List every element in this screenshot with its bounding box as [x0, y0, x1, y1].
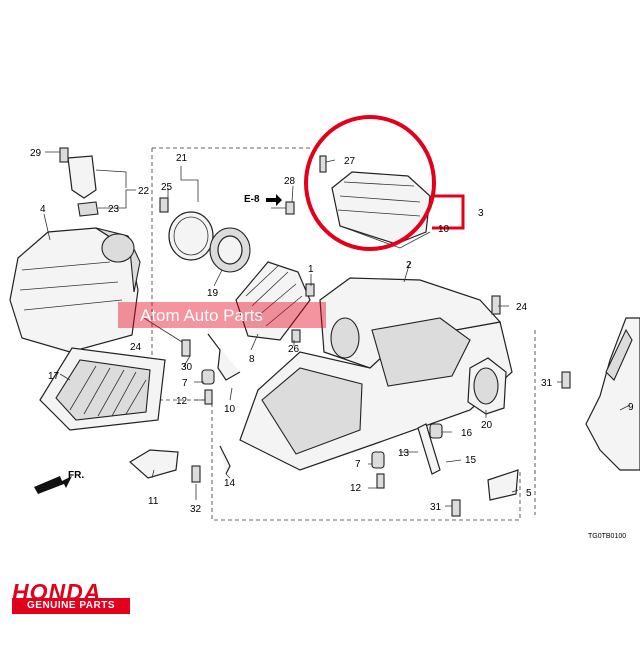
callout-24-left: 24 — [130, 342, 142, 353]
part-3-bracket — [432, 194, 465, 230]
mount-bracket-part — [585, 317, 640, 471]
air-filter-element-part — [39, 347, 166, 431]
grommet-part — [429, 423, 443, 439]
callout-3: 3 — [478, 208, 484, 219]
callout-7-left: 7 — [182, 378, 188, 389]
callout-12-left: 12 — [176, 396, 188, 407]
intake-boot-part — [235, 261, 311, 341]
callout-10-lower: 10 — [224, 404, 236, 415]
highlight-circle — [304, 115, 436, 251]
leader-lines — [43, 151, 631, 507]
clip-part — [128, 333, 519, 501]
callout-2: 2 — [406, 260, 412, 271]
mount-rubber-part — [201, 369, 385, 469]
resonator-cover-part — [331, 171, 431, 249]
bolt-part — [59, 147, 571, 517]
tube-part — [417, 423, 441, 475]
callout-31-lower: 31 — [430, 502, 442, 513]
callout-20: 20 — [481, 420, 493, 431]
callout-19: 19 — [207, 288, 219, 299]
callout-11: 11 — [148, 496, 159, 507]
callout-9: 9 — [628, 402, 634, 413]
callout-26: 26 — [288, 344, 300, 355]
callout-30: 30 — [181, 362, 193, 373]
callout-21: 21 — [176, 153, 188, 164]
callout-24-right: 24 — [516, 302, 528, 313]
air-cleaner-housing-part — [239, 277, 513, 471]
hose-clamp-part — [168, 211, 214, 261]
front-arrow-label: FR. — [68, 470, 84, 481]
callout-4: 4 — [40, 204, 46, 215]
watermark-text: Atom Auto Parts — [140, 306, 263, 325]
section-ref-arrow — [266, 194, 282, 206]
callout-28: 28 — [284, 176, 296, 187]
drawing-code: TG0TB0100 — [588, 533, 626, 540]
callout-1: 1 — [308, 264, 314, 275]
callout-32: 32 — [190, 504, 202, 515]
callout-14: 14 — [224, 478, 236, 489]
callout-8: 8 — [249, 354, 255, 365]
callout-31-right: 31 — [541, 378, 553, 389]
callout-13: 13 — [398, 448, 410, 459]
duct-part — [467, 357, 507, 415]
section-ref: E-8 — [244, 194, 260, 205]
watermark: Atom Auto Parts — [118, 302, 326, 328]
callout-23: 23 — [108, 204, 120, 215]
callout-27: 27 — [344, 156, 356, 167]
callout-29: 29 — [30, 148, 42, 159]
callout-22: 22 — [138, 186, 150, 197]
callout-5: 5 — [526, 488, 532, 499]
honda-genuine-parts-banner: GENUINE PARTS — [12, 598, 130, 614]
front-arrow: FR. — [34, 470, 84, 494]
callout-12-lower: 12 — [350, 483, 362, 494]
callout-25: 25 — [161, 182, 173, 193]
callout-16: 16 — [461, 428, 473, 439]
callout-15: 15 — [465, 455, 477, 466]
seal-ring-part — [209, 227, 251, 273]
callout-17: 17 — [48, 371, 60, 382]
callout-10-upper: 10 — [438, 224, 450, 235]
callout-7-lower: 7 — [355, 459, 361, 470]
sensor-bracket-part — [67, 155, 99, 217]
air-cleaner-cover-part — [9, 227, 141, 353]
